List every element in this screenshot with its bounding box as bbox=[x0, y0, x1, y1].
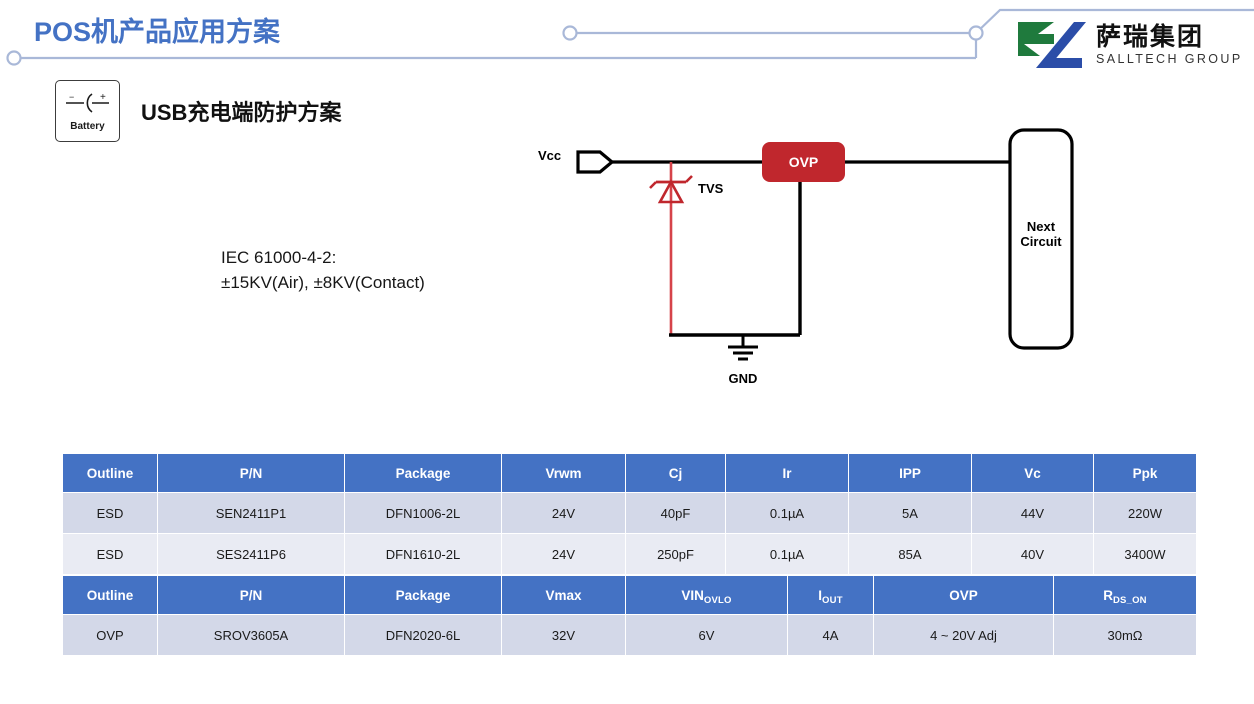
cell: 85A bbox=[848, 533, 972, 575]
section-heading-latin: USB bbox=[141, 100, 188, 125]
cell: DFN1610-2L bbox=[344, 533, 502, 575]
ovp-table-header-row: Outline P/N Package Vmax VINOVLO IOUT OV… bbox=[62, 576, 1197, 615]
cell: ESD bbox=[62, 492, 158, 534]
next-circuit-block bbox=[1008, 128, 1074, 350]
cell: 4A bbox=[787, 614, 874, 656]
vcc-port-icon bbox=[576, 150, 615, 174]
ovp-col-package: Package bbox=[344, 576, 502, 615]
iec-standard-note: IEC 61000-4-2: ±15KV(Air), ±8KV(Contact) bbox=[221, 245, 425, 295]
gnd-label: GND bbox=[729, 371, 758, 386]
esd-col-outline: Outline bbox=[62, 454, 158, 493]
esd-col-pn: P/N bbox=[157, 454, 345, 493]
cell: SROV3605A bbox=[157, 614, 345, 656]
ovp-col-ovp: OVP bbox=[873, 576, 1054, 615]
cell: ESD bbox=[62, 533, 158, 575]
logo-name-en: SALLTECH GROUP bbox=[1096, 52, 1243, 67]
table-row: ESD SEN2411P1 DFN1006-2L 24V 40pF 0.1µA … bbox=[62, 492, 1197, 534]
iec-note-line-1: IEC 61000-4-2: bbox=[221, 248, 337, 267]
cell: 24V bbox=[501, 533, 626, 575]
brand-logo: 萨瑞集团 SALLTECH GROUP bbox=[1014, 14, 1246, 76]
decor-ring-mid bbox=[562, 25, 578, 41]
cell: 4 ~ 20V Adj bbox=[873, 614, 1054, 656]
cell: 44V bbox=[971, 492, 1094, 534]
esd-col-vrwm: Vrwm bbox=[501, 454, 626, 493]
ground-icon bbox=[728, 335, 758, 361]
circuit-diagram: Vcc TVS OVP GND Next Circuit bbox=[538, 128, 1074, 386]
cell: 40pF bbox=[625, 492, 726, 534]
ovp-block bbox=[762, 142, 845, 182]
ovp-col-outline: Outline bbox=[62, 576, 158, 615]
battery-icon: − + bbox=[65, 92, 109, 113]
page-title: POS机产品应用方案 bbox=[34, 17, 281, 47]
ovp-spec-table: Outline P/N Package Vmax VINOVLO IOUT OV… bbox=[62, 576, 1197, 656]
cell: 40V bbox=[971, 533, 1094, 575]
ovp-col-rds-on: RDS_ON bbox=[1053, 576, 1197, 615]
cell: 220W bbox=[1093, 492, 1197, 534]
esd-col-vc: Vc bbox=[971, 454, 1094, 493]
esd-table-header-row: Outline P/N Package Vrwm Cj Ir IPP Vc Pp… bbox=[62, 454, 1197, 493]
cell: 32V bbox=[501, 614, 626, 656]
cell: SES2411P6 bbox=[157, 533, 345, 575]
esd-col-ir: Ir bbox=[725, 454, 849, 493]
salltech-logo-icon bbox=[1018, 22, 1086, 68]
cell: OVP bbox=[62, 614, 158, 656]
table-row: OVP SROV3605A DFN2020-6L 32V 6V 4A 4 ~ 2… bbox=[62, 614, 1197, 656]
cell: SEN2411P1 bbox=[157, 492, 345, 534]
ovp-col-pn: P/N bbox=[157, 576, 345, 615]
cell: 30mΩ bbox=[1053, 614, 1197, 656]
battery-label: Battery bbox=[70, 120, 105, 132]
cell: 24V bbox=[501, 492, 626, 534]
tvs-label: TVS bbox=[698, 181, 724, 196]
section-heading-cn: 充电端防护方案 bbox=[187, 100, 342, 126]
esd-col-cj: Cj bbox=[625, 454, 726, 493]
tvs-diode-icon bbox=[649, 175, 693, 204]
cell: DFN1006-2L bbox=[344, 492, 502, 534]
table-row: ESD SES2411P6 DFN1610-2L 24V 250pF 0.1µA… bbox=[62, 533, 1197, 575]
ovp-block-label: OVP bbox=[789, 154, 819, 170]
iec-note-line-2: ±15KV(Air), ±8KV(Contact) bbox=[221, 273, 425, 292]
vcc-label: Vcc bbox=[538, 148, 561, 163]
decor-ring-right bbox=[968, 25, 984, 41]
cell: 3400W bbox=[1093, 533, 1197, 575]
decor-ring-left bbox=[6, 50, 22, 66]
ovp-col-vin-ovlo: VINOVLO bbox=[625, 576, 788, 615]
section-heading: USB充电端防护方案 bbox=[141, 95, 341, 127]
next-circuit-label-line2: Circuit bbox=[1020, 234, 1062, 249]
esd-col-ipp: IPP bbox=[848, 454, 972, 493]
battery-plus-sign: + bbox=[100, 92, 106, 103]
esd-spec-table: Outline P/N Package Vrwm Cj Ir IPP Vc Pp… bbox=[62, 454, 1197, 575]
logo-name-cn: 萨瑞集团 bbox=[1096, 22, 1205, 52]
cell: 250pF bbox=[625, 533, 726, 575]
esd-col-ppk: Ppk bbox=[1093, 454, 1197, 493]
cell: 0.1µA bbox=[725, 492, 849, 534]
esd-col-package: Package bbox=[344, 454, 502, 493]
cell: 0.1µA bbox=[725, 533, 849, 575]
cell: 5A bbox=[848, 492, 972, 534]
battery-badge: − + Battery bbox=[55, 80, 120, 142]
cell: DFN2020-6L bbox=[344, 614, 502, 656]
ovp-col-iout: IOUT bbox=[787, 576, 874, 615]
next-circuit-label-line1: Next bbox=[1027, 219, 1056, 234]
ovp-col-vmax: Vmax bbox=[501, 576, 626, 615]
battery-minus-sign: − bbox=[69, 92, 74, 102]
cell: 6V bbox=[625, 614, 788, 656]
